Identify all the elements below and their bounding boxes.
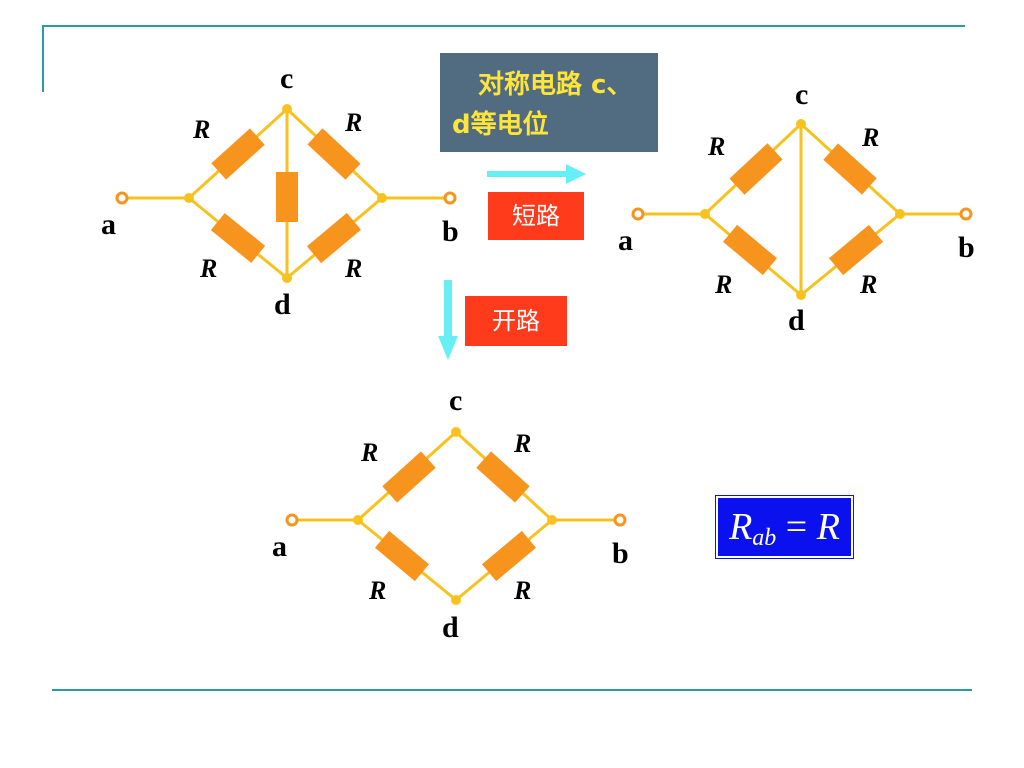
- junction-left: [353, 515, 363, 525]
- resistor-ad: [375, 530, 429, 582]
- resistor-db: [482, 530, 536, 582]
- node-label-d: d: [788, 304, 805, 337]
- symmetry-note: 对称电路 c、 d等电位: [440, 53, 658, 152]
- junction-d: [796, 290, 806, 300]
- short-circuit-tag: 短路: [488, 192, 584, 240]
- resistor-label: R: [861, 123, 879, 152]
- node-label-b: b: [442, 215, 459, 248]
- resistor-cb: [476, 451, 530, 503]
- junction-left: [184, 193, 194, 203]
- terminal-a: [285, 513, 299, 527]
- resistor-label: R: [192, 115, 210, 144]
- resistor-cb: [823, 143, 877, 195]
- terminal-b: [613, 513, 627, 527]
- arrow-down-icon: [438, 280, 458, 360]
- junction-d: [282, 273, 292, 283]
- junction-c: [282, 104, 292, 114]
- resistor-label: R: [344, 254, 362, 283]
- resistor-label: R: [360, 438, 378, 467]
- terminal-b: [959, 207, 973, 221]
- bridge-circuit-original: a b c d R R R R: [101, 62, 459, 321]
- resistor-db: [307, 212, 361, 264]
- resistor-db: [829, 224, 883, 276]
- resistor-ac: [729, 143, 783, 195]
- node-label-b: b: [612, 537, 629, 570]
- resistor-cb: [307, 128, 361, 180]
- resistor-label: R: [199, 254, 217, 283]
- resistor-label: R: [344, 108, 362, 137]
- formula-rhs: R: [816, 506, 840, 548]
- terminal-a: [631, 207, 645, 221]
- resistor-label: R: [707, 132, 725, 161]
- resistor-ac: [382, 451, 436, 503]
- formula-equals: =: [785, 506, 808, 548]
- resistor-label: R: [368, 576, 386, 605]
- result-formula: Rab = R: [715, 495, 854, 559]
- node-label-c: c: [795, 78, 808, 111]
- junction-right: [547, 515, 557, 525]
- junction-right: [895, 209, 905, 219]
- node-label-c: c: [449, 384, 462, 417]
- node-label-a: a: [272, 530, 287, 563]
- resistor-label: R: [859, 270, 877, 299]
- resistor-cd-bridge: [276, 172, 298, 222]
- junction-c: [796, 119, 806, 129]
- node-label-a: a: [101, 208, 116, 241]
- junction-right: [377, 193, 387, 203]
- resistor-label: R: [714, 270, 732, 299]
- junction-d: [451, 595, 461, 605]
- resistor-label: R: [513, 429, 531, 458]
- bridge-circuit-shorted: a b c d R R R R: [618, 78, 975, 337]
- open-circuit-tag: 开路: [465, 296, 567, 346]
- resistor-ad: [723, 224, 777, 276]
- node-label-c: c: [280, 62, 293, 95]
- node-label-a: a: [618, 224, 633, 257]
- terminal-b: [443, 191, 457, 205]
- arrow-right-icon: [487, 164, 586, 184]
- resistor-ac: [211, 128, 265, 180]
- formula-lhs: R: [729, 506, 753, 548]
- formula-subscript: ab: [752, 525, 777, 551]
- node-label-b: b: [958, 231, 975, 264]
- node-label-d: d: [274, 288, 291, 321]
- symmetry-note-line1: 对称电路 c、: [478, 70, 633, 100]
- junction-left: [700, 209, 710, 219]
- junction-c: [451, 427, 461, 437]
- resistor-label: R: [513, 576, 531, 605]
- terminal-a: [115, 191, 129, 205]
- node-label-d: d: [442, 611, 459, 644]
- bridge-circuit-opened: a b c d R R R R: [272, 384, 629, 644]
- resistor-ad: [210, 213, 266, 263]
- symmetry-note-line2: d等电位: [452, 110, 549, 140]
